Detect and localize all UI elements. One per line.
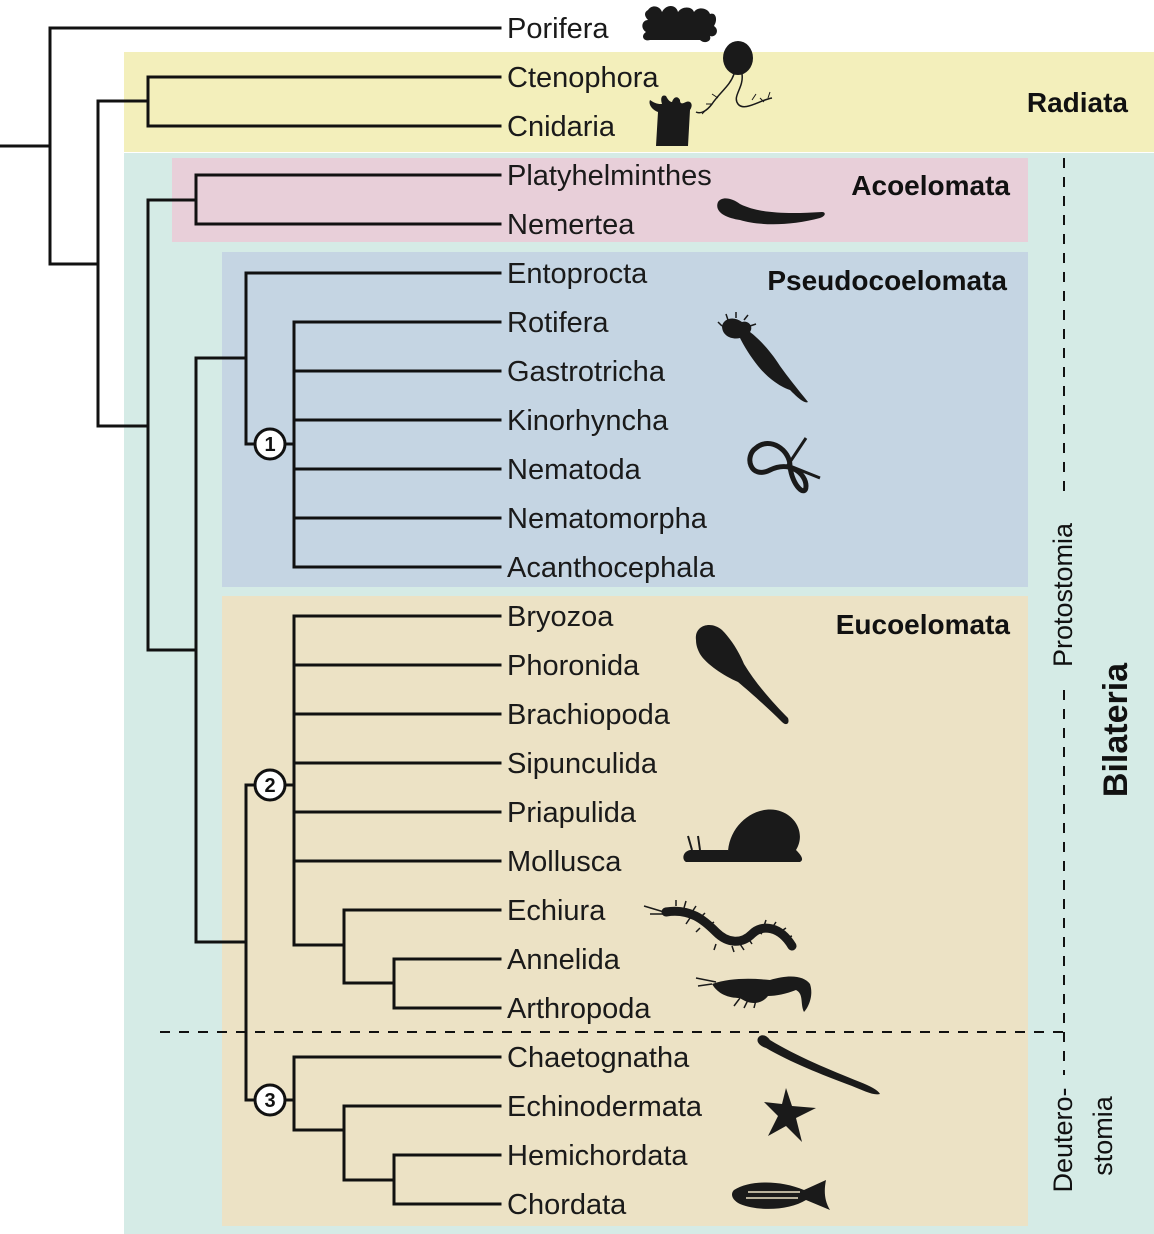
pseudocoelomata-label: Pseudocoelomata	[767, 265, 1007, 296]
flatworm-icon	[717, 198, 825, 225]
radiata-label: Radiata	[1027, 87, 1129, 118]
shrimp-icon	[695, 976, 812, 1012]
nematode-icon	[747, 437, 821, 494]
taxon-label: Priapulida	[507, 797, 637, 829]
protostomia-label: Protostomia	[1048, 522, 1078, 667]
taxon-label: Gastrotricha	[507, 356, 666, 388]
taxon-label: Rotifera	[507, 307, 609, 339]
taxon-label: Echiura	[507, 895, 606, 927]
taxon-label: Entoprocta	[507, 258, 648, 290]
bilateria-label: Bilateria	[1097, 662, 1135, 797]
taxon-label: Chaetognatha	[507, 1042, 690, 1074]
starfish-icon	[764, 1088, 816, 1142]
taxon-label: Porifera	[507, 13, 609, 45]
taxon-label: Platyhelminthes	[507, 160, 712, 192]
taxon-label: Brachiopoda	[507, 699, 671, 731]
taxon-labels: Porifera Ctenophora Cnidaria Platyhelmin…	[507, 13, 716, 1221]
node-marker-2: 2	[253, 768, 287, 802]
eucoelomata-label: Eucoelomata	[836, 609, 1011, 640]
tree-branches	[0, 26, 502, 1206]
node-marker-3: 3	[253, 1083, 287, 1117]
fish-icon	[732, 1180, 830, 1210]
sea-anemone-icon	[649, 95, 692, 146]
taxon-label: Mollusca	[507, 846, 622, 878]
taxon-label: Kinorhyncha	[507, 405, 669, 437]
phoronid-icon	[695, 625, 789, 725]
taxon-label: Hemichordata	[507, 1140, 688, 1172]
ctenophore-icon	[695, 41, 773, 115]
taxon-label: Cnidaria	[507, 111, 616, 143]
arrow-worm-icon	[757, 1035, 880, 1095]
deuterostomia-label-line2: stomia	[1088, 1095, 1118, 1176]
node-label-2: 2	[264, 775, 275, 797]
polychaete-icon	[643, 900, 797, 953]
taxon-label: Ctenophora	[507, 62, 659, 94]
node-label-1: 1	[264, 434, 275, 456]
taxon-label: Nemertea	[507, 209, 635, 241]
acoelomata-label: Acoelomata	[851, 170, 1010, 201]
taxon-label: Echinodermata	[507, 1091, 703, 1123]
node-label-3: 3	[264, 1090, 275, 1112]
taxon-label: Arthropoda	[507, 993, 651, 1025]
taxon-label: Sipunculida	[507, 748, 658, 780]
snail-icon	[683, 809, 803, 862]
acoelomata-box	[172, 158, 1028, 242]
taxon-label: Nematoda	[507, 454, 642, 486]
sponge-icon	[642, 6, 717, 43]
deuterostomia-label-line1: Deutero-	[1048, 1087, 1078, 1192]
taxon-label: Bryozoa	[507, 601, 614, 633]
radiata-box	[124, 52, 1154, 152]
rotifer-icon	[717, 312, 808, 403]
taxon-label: Chordata	[507, 1189, 627, 1221]
taxon-label: Phoronida	[507, 650, 640, 682]
taxon-label: Nematomorpha	[507, 503, 708, 535]
taxon-label: Acanthocephala	[507, 552, 716, 584]
taxon-label: Annelida	[507, 944, 621, 976]
node-marker-1: 1	[253, 427, 287, 461]
